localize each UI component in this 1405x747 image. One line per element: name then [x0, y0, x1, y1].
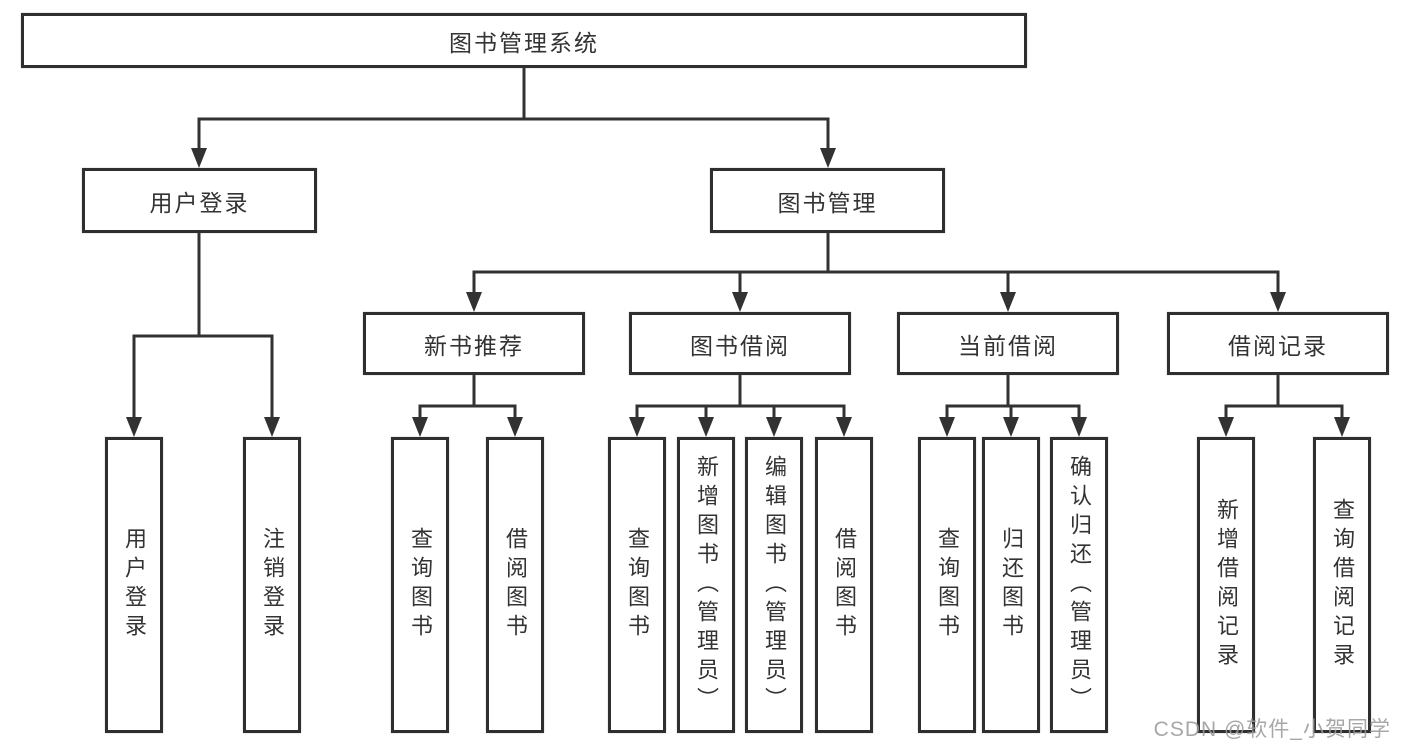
- leaf-borrow-books-label: 借阅图书: [832, 527, 857, 643]
- node-system-root-label: 图书管理系统: [449, 29, 599, 56]
- leaf-logout-login-label: 注销登录: [260, 527, 285, 643]
- leaf-edit-books-admin-label: 编辑图书（管理员）: [762, 454, 787, 716]
- leaf-user-login-label: 用户登录: [122, 527, 147, 643]
- leaf-add-books-admin-label: 新增图书（管理员）: [694, 454, 719, 716]
- node-system-root: 图书管理系统: [21, 13, 1027, 68]
- leaf-query-books-borrowing-label: 查询图书: [625, 527, 650, 643]
- arrowhead-icons: [126, 148, 1350, 437]
- node-current-borrowing: 当前借阅: [897, 312, 1119, 375]
- leaf-add-books-admin: 新增图书（管理员）: [677, 437, 735, 733]
- node-book-management-label: 图书管理: [777, 189, 878, 216]
- node-book-borrowing: 图书借阅: [629, 312, 851, 375]
- node-current-borrowing-label: 当前借阅: [958, 332, 1058, 359]
- leaf-borrow-books: 借阅图书: [815, 437, 873, 733]
- node-book-management: 图书管理: [710, 168, 945, 233]
- csdn-watermark: CSDN @软件_小贺同学: [1153, 718, 1391, 741]
- leaf-add-borrow-record: 新增借阅记录: [1197, 437, 1255, 733]
- leaf-return-books-label: 归还图书: [999, 527, 1024, 643]
- node-user-login: 用户登录: [82, 168, 317, 233]
- node-borrowing-records-label: 借阅记录: [1228, 332, 1328, 359]
- leaf-query-books-current-label: 查询图书: [935, 527, 960, 643]
- leaf-confirm-return-admin-label: 确认归还（管理员）: [1067, 454, 1092, 716]
- leaf-query-books-current: 查询图书: [918, 437, 976, 733]
- leaf-confirm-return-admin: 确认归还（管理员）: [1050, 437, 1108, 733]
- node-user-login-label: 用户登录: [149, 189, 250, 216]
- leaf-add-borrow-record-label: 新增借阅记录: [1214, 498, 1239, 672]
- leaf-query-books-recommend: 查询图书: [391, 437, 449, 733]
- leaf-borrow-books-recommend: 借阅图书: [486, 437, 544, 733]
- node-new-book-recommendation-label: 新书推荐: [424, 332, 524, 359]
- node-borrowing-records: 借阅记录: [1167, 312, 1389, 375]
- leaf-query-borrow-record: 查询借阅记录: [1313, 437, 1371, 733]
- leaf-edit-books-admin: 编辑图书（管理员）: [745, 437, 803, 733]
- node-new-book-recommendation: 新书推荐: [363, 312, 585, 375]
- leaf-borrow-books-recommend-label: 借阅图书: [503, 527, 528, 643]
- leaf-query-books-borrowing: 查询图书: [608, 437, 666, 733]
- leaf-query-borrow-record-label: 查询借阅记录: [1330, 498, 1355, 672]
- leaf-query-books-recommend-label: 查询图书: [408, 527, 433, 643]
- leaf-return-books: 归还图书: [982, 437, 1040, 733]
- leaf-logout-login: 注销登录: [243, 437, 301, 733]
- node-book-borrowing-label: 图书借阅: [690, 332, 790, 359]
- leaf-user-login: 用户登录: [105, 437, 163, 733]
